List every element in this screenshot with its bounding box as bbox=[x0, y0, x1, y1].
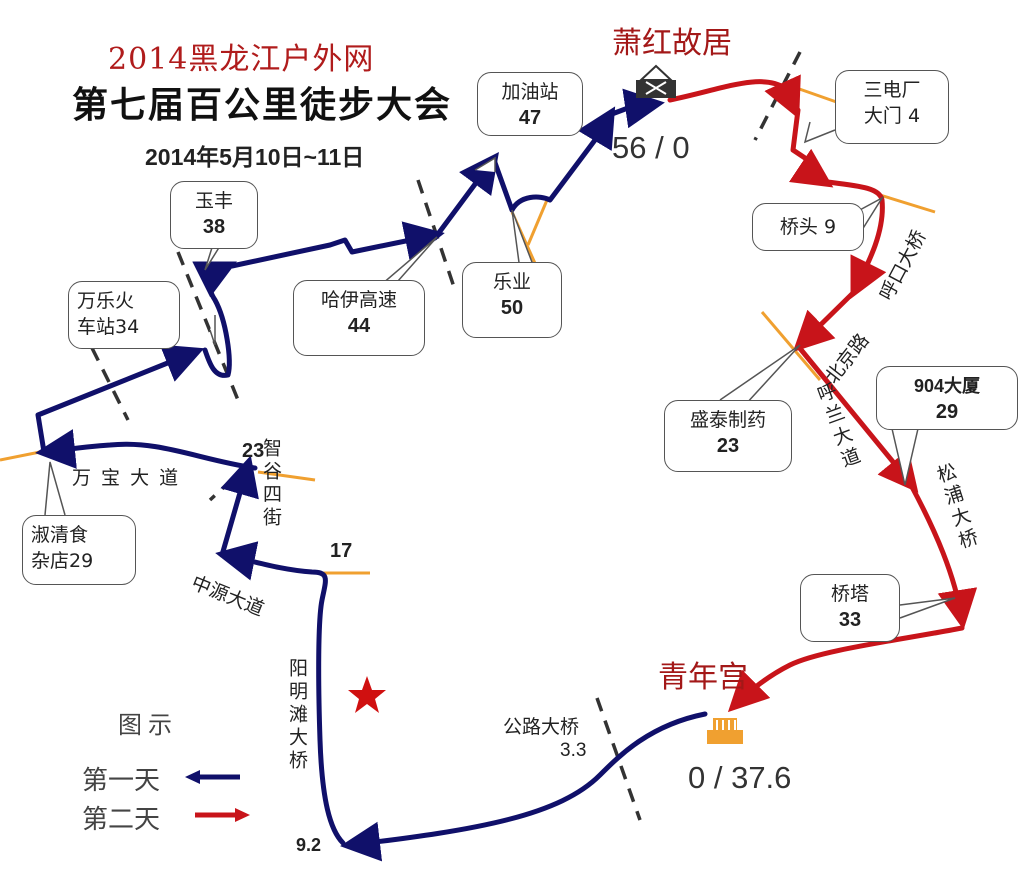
road-zhigu: 智谷四街 bbox=[260, 438, 282, 530]
callout-904: 904大厦 29 bbox=[876, 366, 1018, 430]
callout-leye: 乐业 50 bbox=[462, 262, 562, 338]
km-yangmingtan: 9.2 bbox=[296, 835, 322, 855]
road-wanbao: 万 宝 大 道 bbox=[72, 467, 181, 489]
km-zhigu: 23 bbox=[242, 440, 265, 462]
callout-sandianchang: 三电厂 大门 4 bbox=[835, 70, 949, 144]
house-icon bbox=[636, 64, 676, 98]
road-yangmingtan: 阳明滩大桥 bbox=[286, 658, 308, 773]
callout-shuqing: 淑清食 杂店29 bbox=[22, 515, 136, 585]
legend-arrows bbox=[185, 770, 250, 822]
day2-route bbox=[667, 74, 978, 713]
callout-shengtai: 盛泰制药 23 bbox=[664, 400, 792, 472]
callout-qiaotou: 桥头 9 bbox=[752, 203, 864, 251]
callout-qiaota: 桥塔 33 bbox=[800, 574, 900, 642]
palace-icon bbox=[707, 718, 743, 744]
legend-day2-label: 第二天 bbox=[82, 805, 161, 835]
event-title: 第七届百公里徒步大会 bbox=[72, 84, 453, 126]
day1-route bbox=[35, 88, 708, 862]
legend-day1-label: 第一天 bbox=[82, 766, 161, 796]
km-gonglu: 3.3 bbox=[560, 740, 587, 761]
landmark-qingniangong-km: 0 / 37.6 bbox=[688, 760, 792, 795]
organizer-title: 2014黑龙江户外网 bbox=[108, 42, 375, 77]
callout-yufeng: 玉丰 38 bbox=[170, 181, 258, 249]
landmark-qingniangong-name: 青年宫 bbox=[658, 660, 748, 695]
landmark-xiaohong-name: 萧红故居 bbox=[612, 26, 732, 61]
callout-wanle: 万乐火 车站34 bbox=[68, 281, 180, 349]
event-date: 2014年5月10日~11日 bbox=[145, 144, 365, 170]
callout-jiayouzhan: 加油站 47 bbox=[477, 72, 583, 136]
checkpoint-gonglu-name: 公路大桥 bbox=[503, 716, 580, 738]
callout-hayigaosu: 哈伊高速 44 bbox=[293, 280, 425, 356]
km-zhongyuan: 17 bbox=[330, 540, 353, 562]
star-icon bbox=[348, 676, 386, 713]
landmark-xiaohong-km: 56 / 0 bbox=[612, 130, 690, 165]
legend-title: 图示 bbox=[118, 711, 178, 739]
